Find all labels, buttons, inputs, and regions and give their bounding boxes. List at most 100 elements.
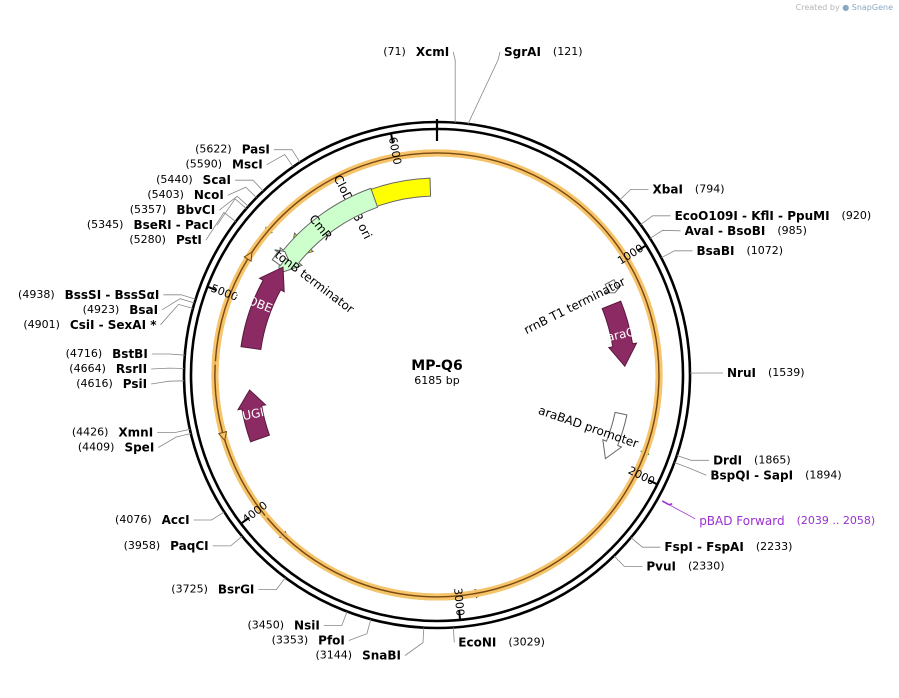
site-position: (794) bbox=[695, 183, 725, 196]
site-ecoo109i-kfli-ppumi: EcoO109I - KflI - PpuMI(920) bbox=[640, 208, 872, 226]
site-drdi: DrdI(1865) bbox=[676, 453, 791, 467]
arc-arrowhead bbox=[243, 251, 253, 262]
tick-mark bbox=[458, 609, 462, 621]
feature-arc-line bbox=[214, 258, 249, 362]
site-bseri-paci: (5345)BseRI - PacI bbox=[87, 198, 247, 232]
site-name: AccI bbox=[162, 513, 190, 527]
site-label: (5590)MscI bbox=[185, 157, 262, 171]
snapgene-watermark: Created by ● SnapGene bbox=[796, 3, 893, 12]
site-position: (71) bbox=[383, 45, 406, 58]
site-name: BseRI - PacI bbox=[133, 218, 213, 232]
site-position: (985) bbox=[777, 224, 807, 237]
site-position: (5280) bbox=[129, 233, 166, 246]
site-label: (5403)NcoI bbox=[147, 188, 223, 202]
tick-label: 3000 bbox=[451, 587, 467, 616]
site-leader-line bbox=[348, 619, 372, 641]
tick-mark bbox=[647, 479, 658, 486]
feature-label-arabad-promoter: araBAD promoter bbox=[537, 403, 641, 451]
arc-arrowhead bbox=[217, 430, 228, 442]
site-position: (4938) bbox=[18, 288, 55, 301]
site-label: (4076)AccI bbox=[115, 513, 190, 527]
site-pfoi: (3353) PfoI bbox=[272, 619, 372, 647]
site-name: EcoNI bbox=[458, 635, 496, 649]
site-leader-line bbox=[452, 51, 456, 123]
primer-label: pBAD Forward(2039 .. 2058) bbox=[699, 513, 875, 527]
site-avai-bsobi: AvaI - BsoBI (985) bbox=[649, 223, 807, 239]
site-position: (1072) bbox=[747, 244, 784, 257]
site-leader-line bbox=[613, 555, 643, 567]
feature-highlights bbox=[211, 149, 663, 601]
site-rsrii: (4664)RsrII bbox=[69, 362, 185, 376]
site-name: SnaBI bbox=[362, 648, 401, 662]
site-psti: (5280) PstI bbox=[129, 211, 237, 247]
site-position: (5357) bbox=[130, 203, 167, 216]
site-bstbi: (4716)BstBI bbox=[66, 347, 185, 361]
site-name: PstI bbox=[176, 233, 202, 247]
primer-name: pBAD Forward bbox=[699, 513, 784, 527]
feature-cmr bbox=[278, 187, 379, 275]
site-pvui: PvuI(2330) bbox=[613, 555, 725, 573]
site-position: (4901) bbox=[23, 318, 60, 331]
feature-ugi bbox=[237, 389, 271, 443]
site-position: (121) bbox=[553, 45, 583, 58]
site-label: FspI - FspAI (2233) bbox=[664, 540, 792, 554]
site-label: EcoO109I - KflI - PpuMI(920) bbox=[675, 208, 872, 222]
site-label: (4409) SpeI bbox=[78, 440, 154, 454]
site-pasi: (5622) PasI bbox=[195, 142, 301, 163]
feature-label-ugi: UGI bbox=[241, 405, 265, 423]
site-name: PsiI bbox=[123, 377, 147, 391]
site-label: BspQI - SapI(1894) bbox=[710, 468, 841, 482]
site-label: (3725)BsrGI bbox=[171, 582, 254, 596]
site-leader-line bbox=[404, 627, 425, 656]
site-name: XmnI bbox=[118, 425, 153, 439]
site-name: PvuI bbox=[646, 559, 676, 573]
site-name: FspI - FspAI bbox=[664, 540, 743, 554]
feature-arc-line bbox=[214, 152, 660, 598]
site-name: SpeI bbox=[124, 440, 154, 454]
tick-mark bbox=[637, 244, 647, 252]
site-name: EcoO109I - KflI - PpuMI bbox=[675, 208, 830, 222]
plasmid-length: 6185 bp bbox=[414, 374, 459, 387]
site-label: PvuI(2330) bbox=[646, 559, 724, 573]
site-position: (3353) bbox=[272, 634, 309, 647]
primer-arrow-icon bbox=[661, 500, 670, 506]
site-bsrgi: (3725)BsrGI bbox=[171, 577, 286, 596]
site-position: (5622) bbox=[195, 143, 232, 156]
site-label: (5280) PstI bbox=[129, 233, 202, 247]
site-label: (4901)CsiI - SexAI * bbox=[23, 317, 157, 331]
site-name: NruI bbox=[727, 366, 756, 380]
site-leader-line bbox=[323, 611, 348, 626]
site-label: (4938)BssSI - BssSαI bbox=[18, 287, 159, 301]
site-label: SgrAI(121) bbox=[504, 45, 583, 59]
site-leader-line bbox=[266, 153, 294, 168]
site-leader-line bbox=[193, 511, 225, 521]
site-bsssi-bsss-i: (4938)BssSI - BssSαI bbox=[18, 287, 196, 301]
site-nsii: (3450)NsiI bbox=[247, 611, 348, 632]
site-label: (4616)PsiI bbox=[76, 377, 147, 391]
site-name: PasI bbox=[242, 142, 270, 156]
site-leader-line bbox=[151, 380, 185, 385]
site-label: (4426)XmnI bbox=[72, 425, 153, 439]
site-position: (1539) bbox=[768, 366, 805, 379]
site-label: BsaBI (1072) bbox=[697, 243, 784, 257]
site-leader-line bbox=[649, 229, 681, 239]
site-name: PfoI bbox=[318, 633, 345, 647]
site-position: (4409) bbox=[78, 441, 115, 454]
site-name: AvaI - BsoBI bbox=[685, 223, 766, 237]
site-name: PaqCI bbox=[170, 538, 208, 552]
snapgene-logo-icon: ● bbox=[842, 3, 850, 12]
site-xcmi: (71)XcmI bbox=[383, 45, 456, 123]
site-psii: (4616)PsiI bbox=[76, 377, 185, 391]
site-name: BspQI - SapI bbox=[710, 468, 793, 482]
restriction-sites: XbaI(794)EcoO109I - KflI - PpuMI(920)Ava… bbox=[18, 45, 871, 663]
site-leader-line bbox=[151, 353, 185, 356]
site-leader-line bbox=[216, 198, 247, 226]
site-label: DrdI(1865) bbox=[713, 453, 791, 467]
site-position: (4923) bbox=[83, 303, 120, 316]
site-position: (4664) bbox=[69, 362, 106, 375]
site-position: (5440) bbox=[156, 173, 193, 186]
site-name: BsaBI bbox=[697, 243, 735, 257]
site-position: (2233) bbox=[756, 540, 793, 553]
